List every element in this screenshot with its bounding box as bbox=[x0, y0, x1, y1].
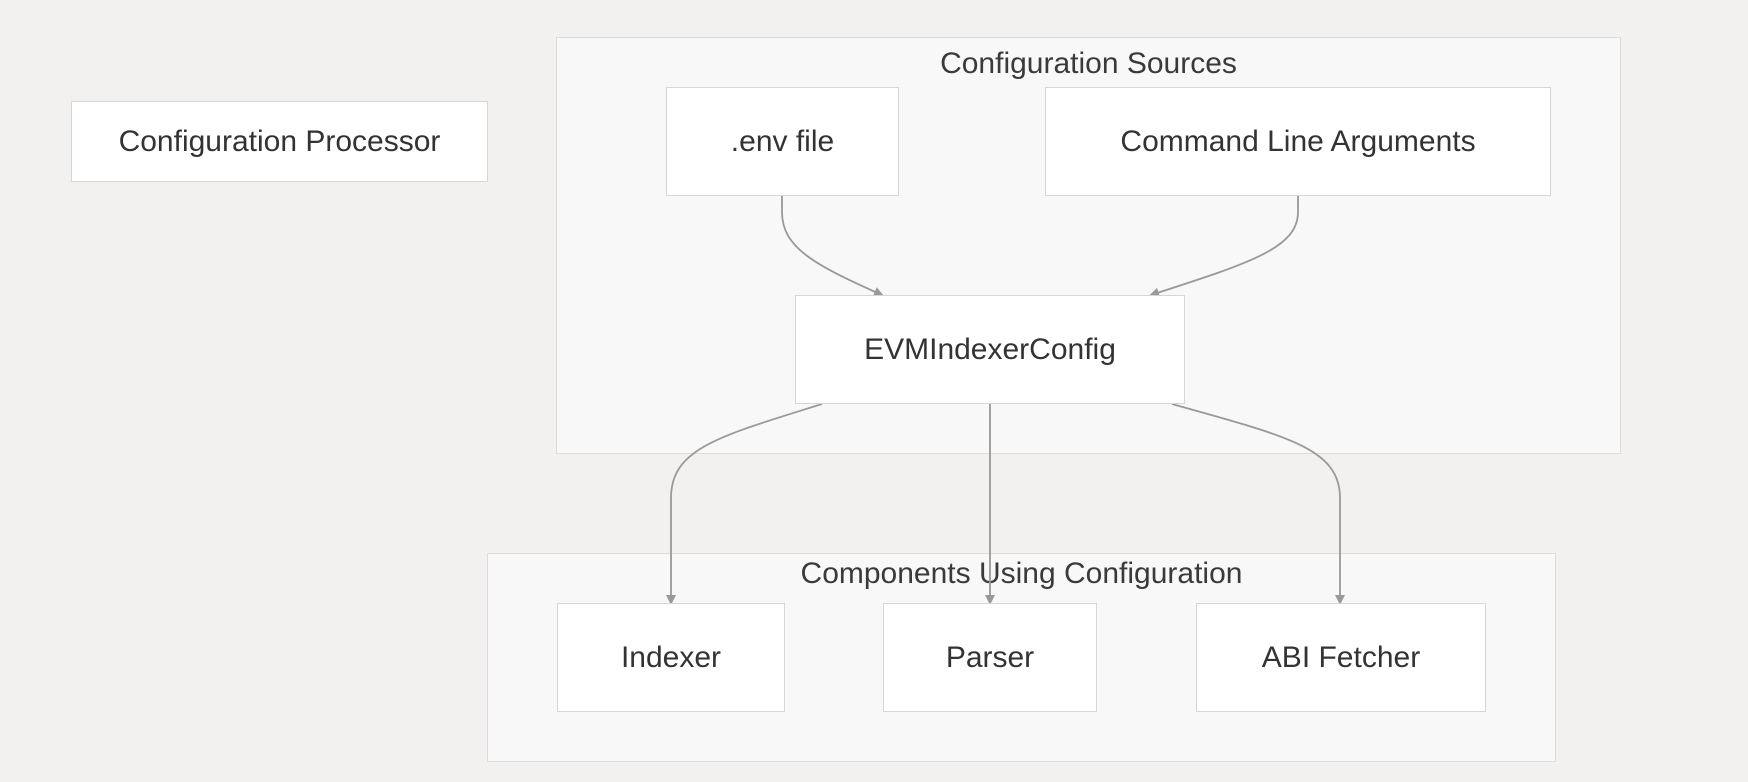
node-env-file[interactable]: .env file bbox=[666, 87, 899, 196]
cluster-title-configuration-sources: Configuration Sources bbox=[940, 47, 1237, 80]
node-evmindexerconfig[interactable]: EVMIndexerConfig bbox=[795, 295, 1185, 404]
node-command-line-arguments[interactable]: Command Line Arguments bbox=[1045, 87, 1551, 196]
node-abi-fetcher[interactable]: ABI Fetcher bbox=[1196, 603, 1486, 712]
node-indexer[interactable]: Indexer bbox=[557, 603, 785, 712]
cluster-title-components-using-configuration: Components Using Configuration bbox=[800, 557, 1243, 590]
node-parser[interactable]: Parser bbox=[883, 603, 1097, 712]
node-configuration-processor[interactable]: Configuration Processor bbox=[71, 101, 488, 182]
